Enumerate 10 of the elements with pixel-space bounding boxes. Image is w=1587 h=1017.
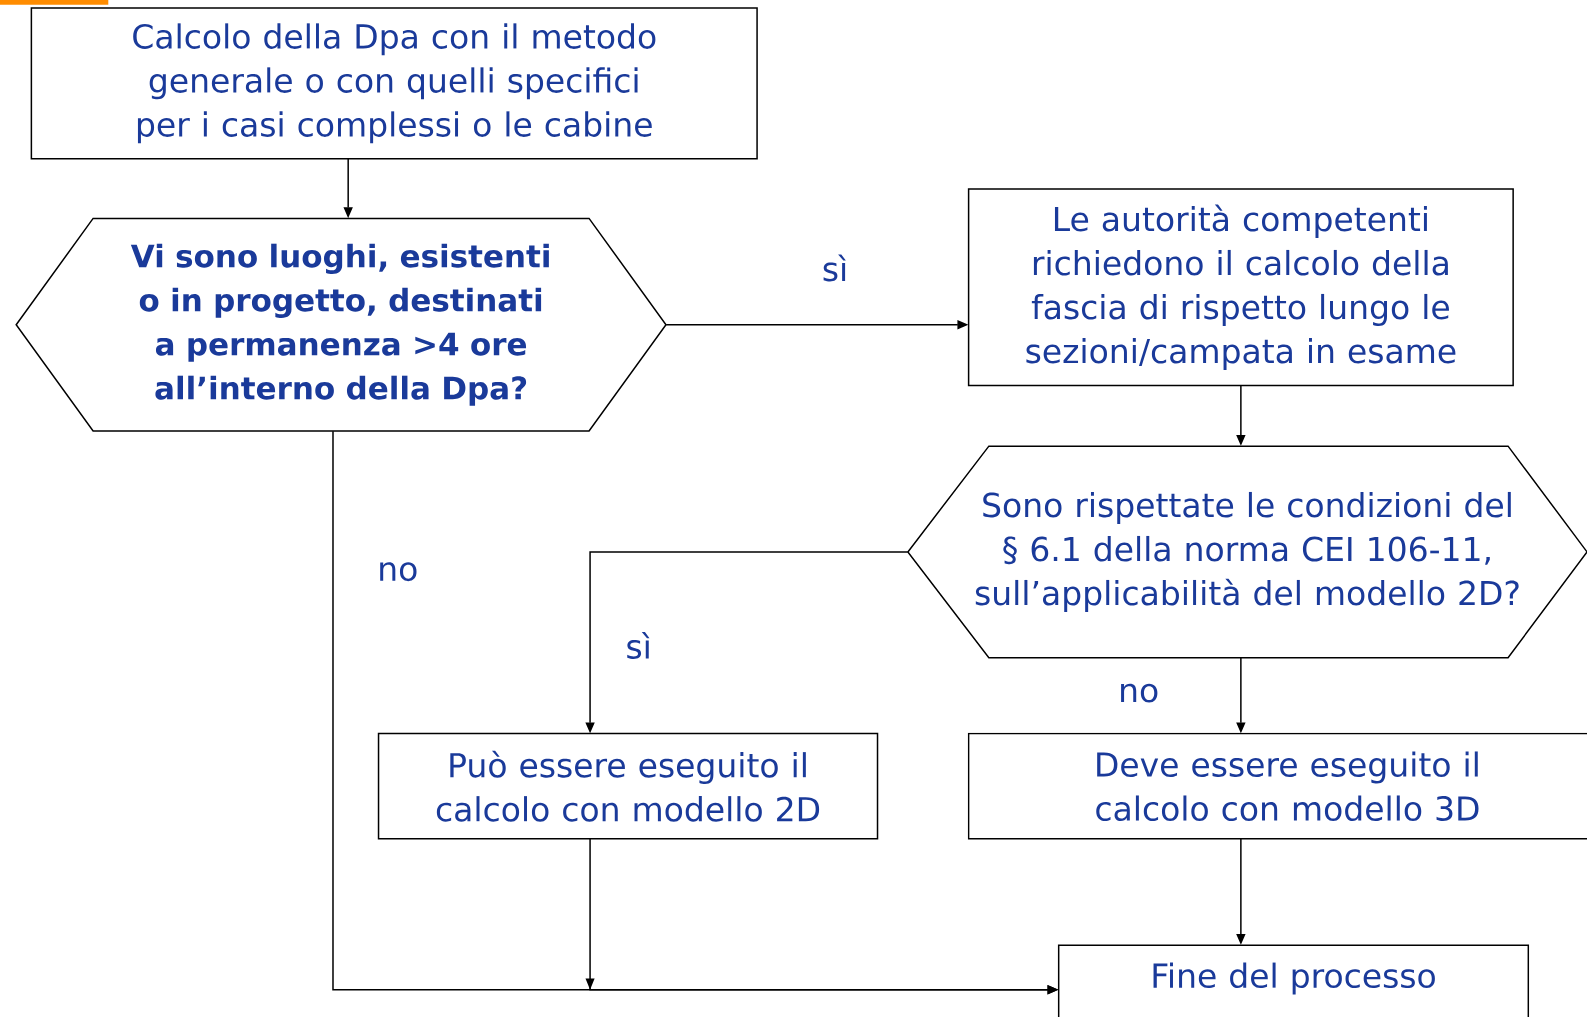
edge-label: no bbox=[376, 561, 420, 583]
process-box: Calcolo della Dpa con il metodo generale o con quelli specifici per i casi complessi o le cabine bbox=[30, 7, 758, 160]
process-box: Può essere eseguito il calcolo con modello 2D bbox=[377, 732, 879, 840]
decision-hexagon: Vi sono luoghi, esistenti o in progetto, destinati a permanenza >4 ore all’interno della Dpa? bbox=[15, 217, 667, 432]
process-box: Fine del processo bbox=[1057, 944, 1530, 1017]
process-box: Le autorità competenti richiedono il calcolo della fascia di rispetto lungo le sezioni/campata in esame bbox=[967, 188, 1514, 387]
edge-label: no bbox=[1117, 682, 1161, 704]
edge-label: sì bbox=[624, 631, 653, 660]
edge-label: sì bbox=[820, 253, 850, 283]
process-box: Deve essere eseguito il calcolo con modello 3D bbox=[967, 732, 1587, 840]
